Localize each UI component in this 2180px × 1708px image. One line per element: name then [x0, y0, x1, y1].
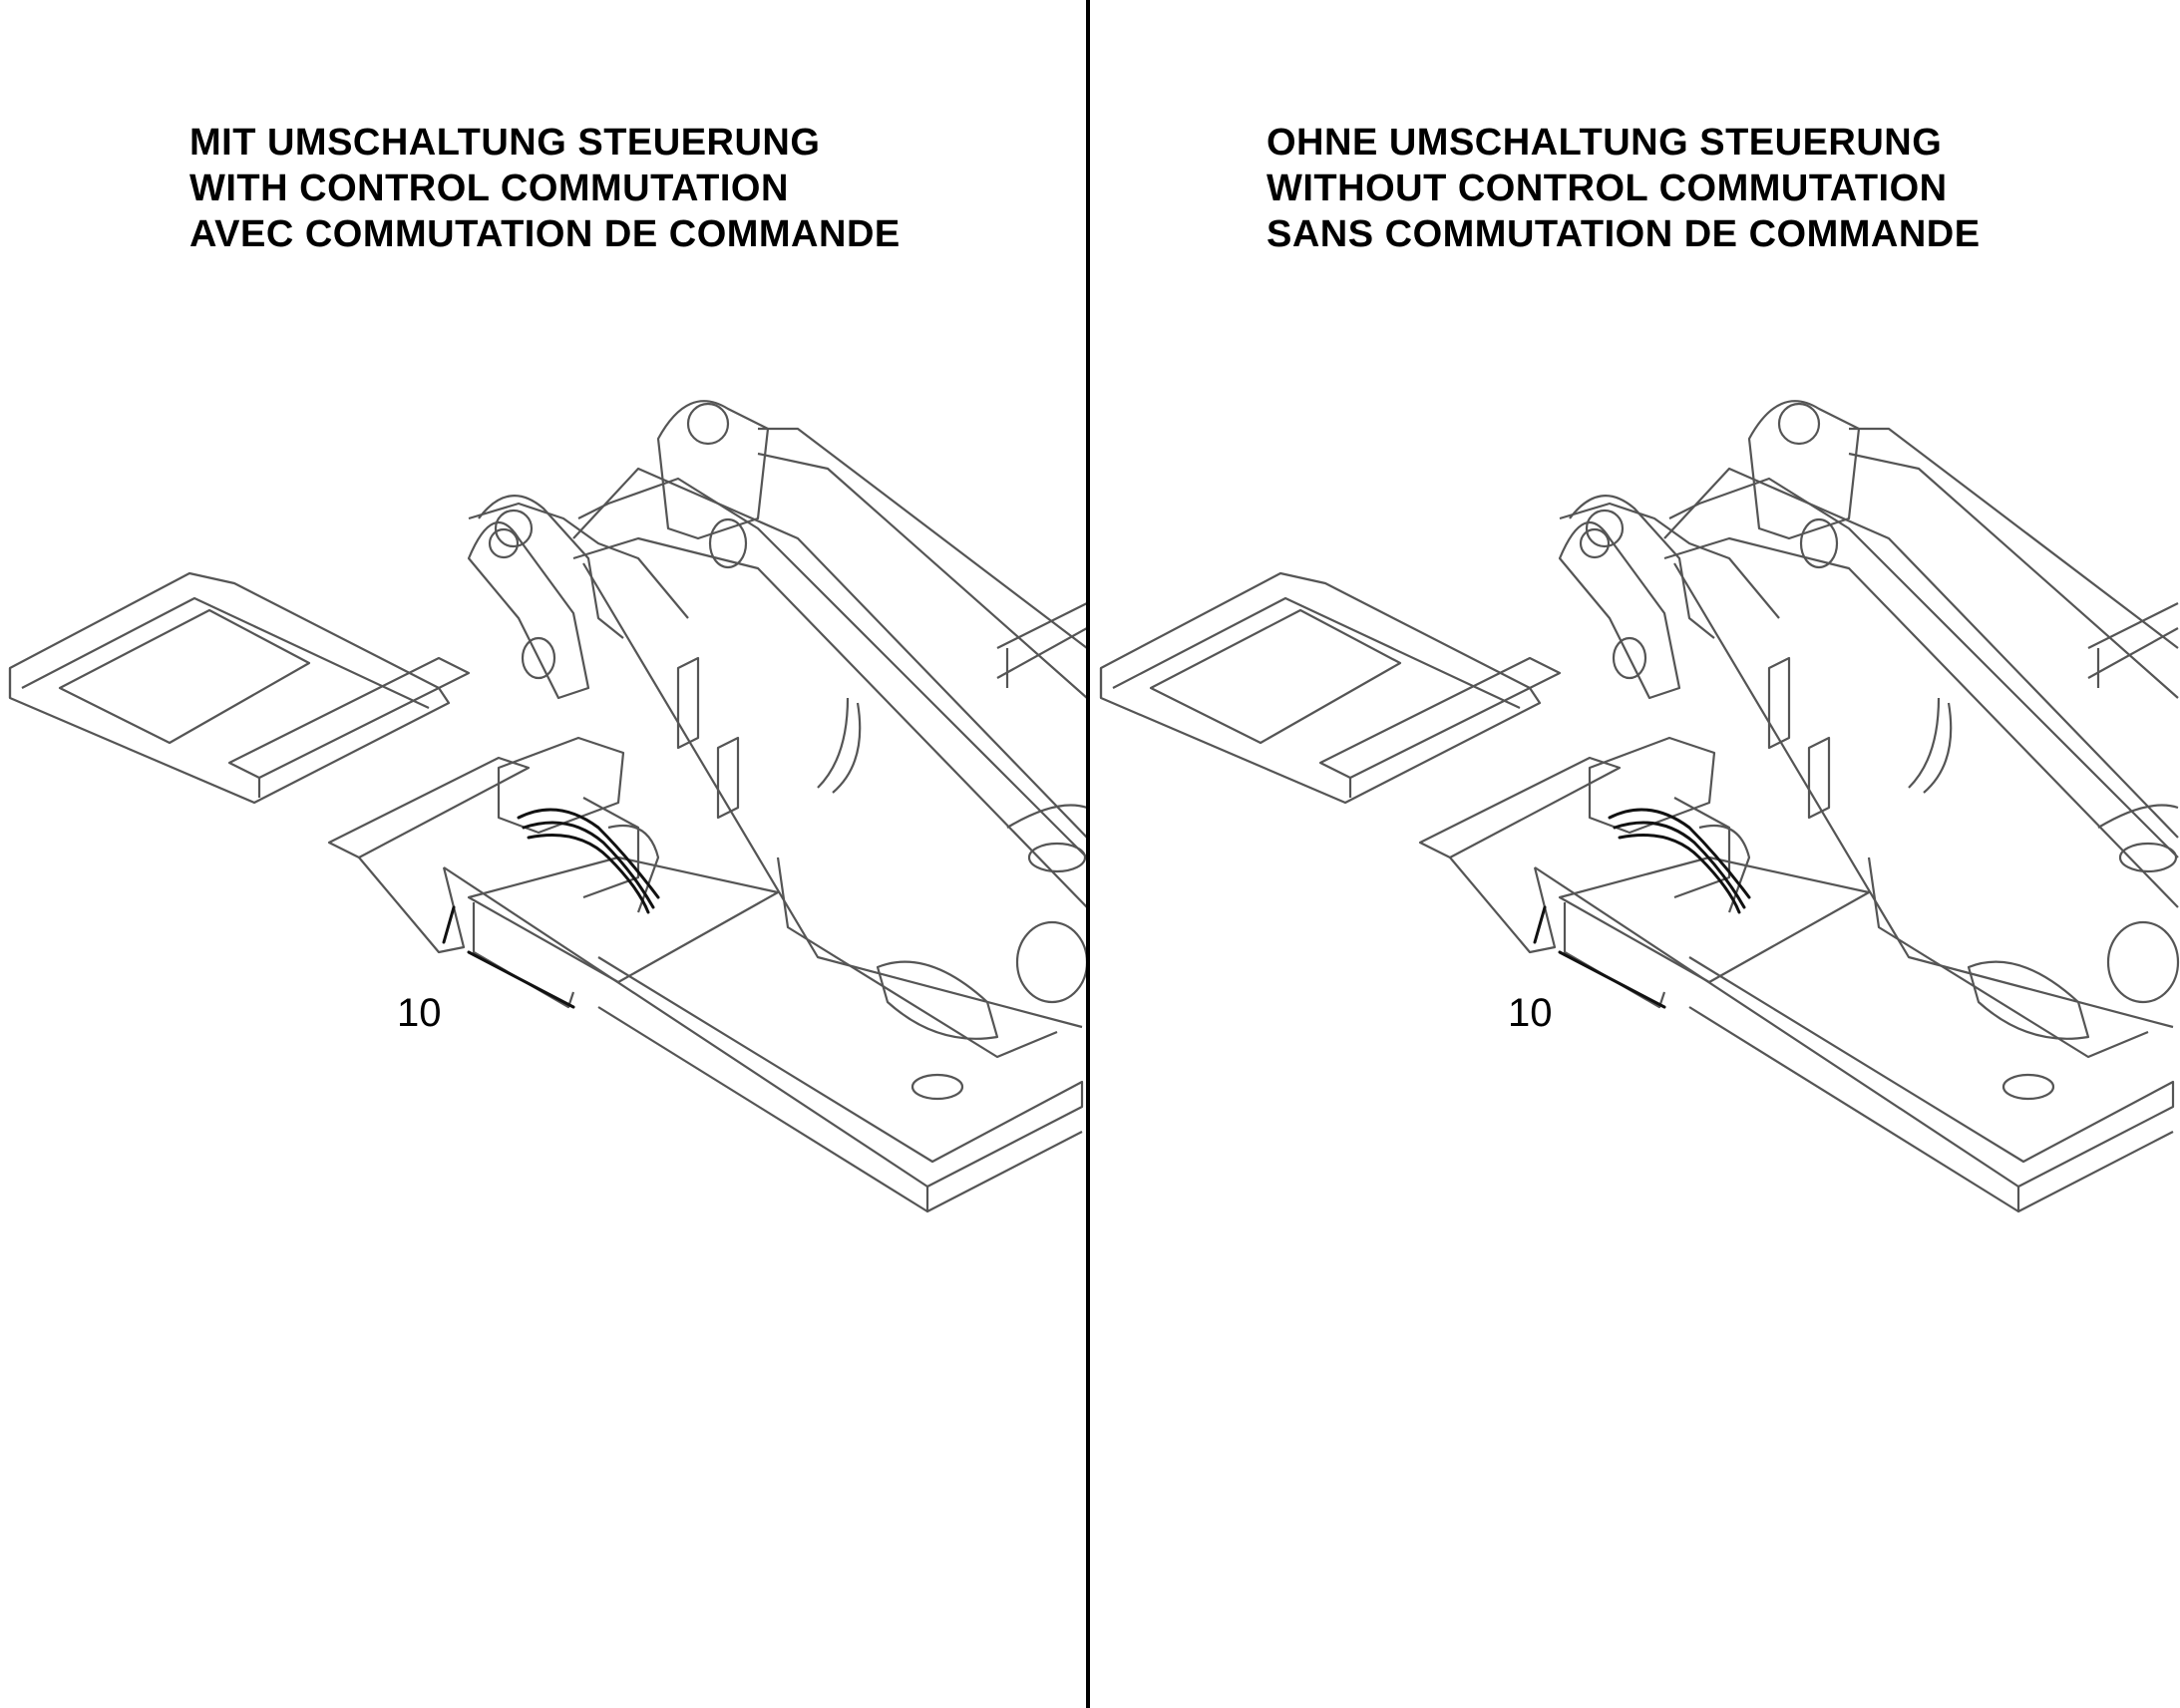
title-french: SANS COMMUTATION DE COMMANDE — [1267, 213, 1981, 255]
callout-number: 10 — [397, 991, 442, 1035]
panel-without-commutation: OHNE UMSCHALTUNG STEUERUNG WITHOUT CONTR… — [1091, 0, 2180, 1708]
title-block: OHNE UMSCHALTUNG STEUERUNG WITHOUT CONTR… — [1267, 120, 1981, 257]
title-english: WITH CONTROL COMMUTATION — [189, 168, 789, 209]
title-english: WITHOUT CONTROL COMMUTATION — [1267, 168, 1948, 209]
panel-divider — [1086, 0, 1090, 1708]
title-german: OHNE UMSCHALTUNG STEUERUNG — [1267, 122, 1943, 164]
title-french: AVEC COMMUTATION DE COMMANDE — [189, 213, 901, 255]
callout-number: 10 — [1508, 991, 1553, 1035]
panel-with-commutation: MIT UMSCHALTUNG STEUERUNG WITH CONTROL C… — [0, 0, 1087, 1708]
title-block: MIT UMSCHALTUNG STEUERUNG WITH CONTROL C… — [189, 120, 901, 257]
title-german: MIT UMSCHALTUNG STEUERUNG — [189, 122, 821, 164]
